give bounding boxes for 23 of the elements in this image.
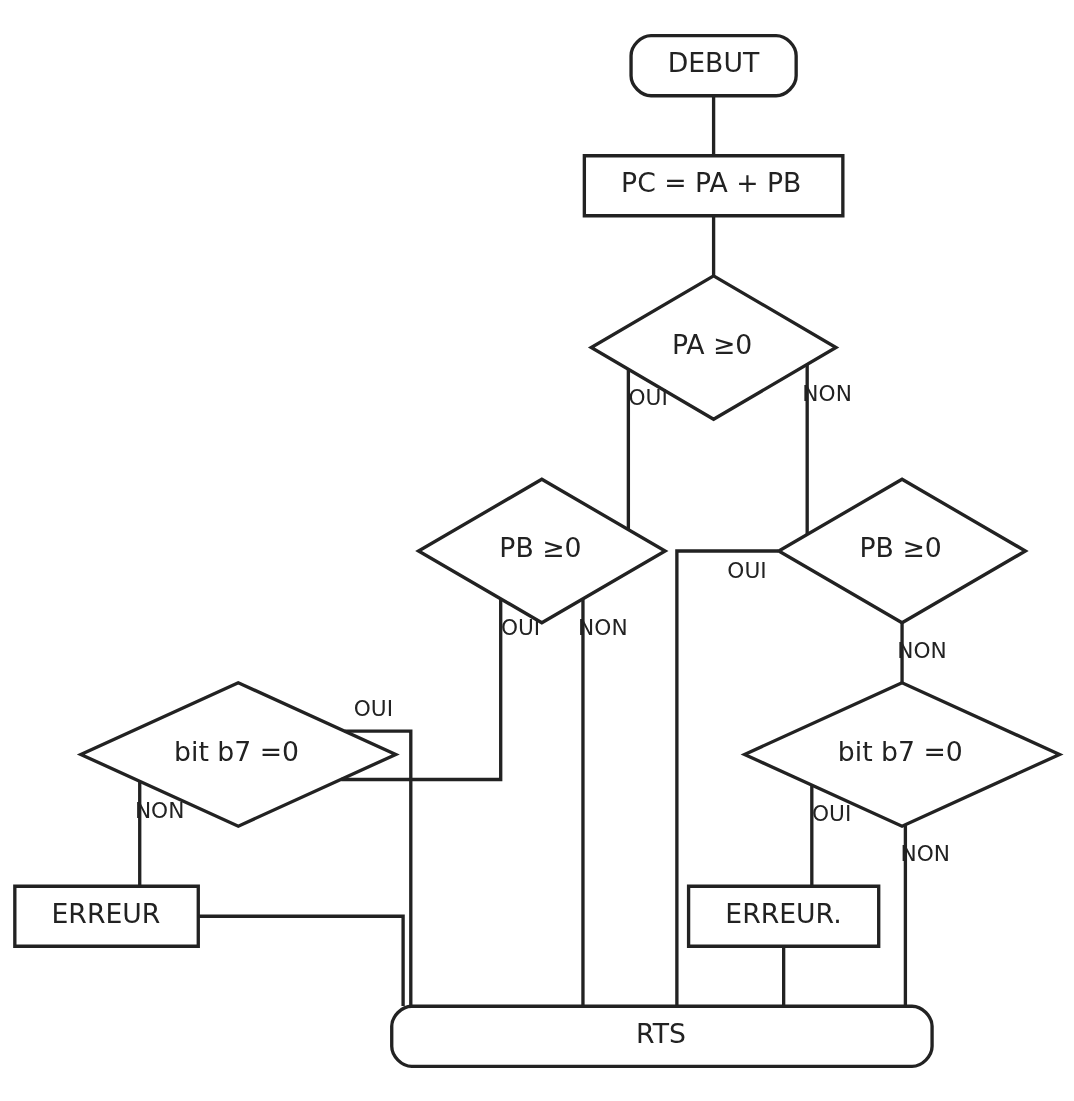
connector	[805, 364, 809, 534]
node-box: ERREUR.	[686, 884, 881, 948]
node-box: PC = PA + PB	[582, 153, 845, 217]
node-box: RTS	[390, 1004, 934, 1068]
node-box: DEBUT	[629, 33, 798, 97]
connector	[903, 824, 908, 1006]
node-diamond: PB ≥0	[775, 476, 1029, 625]
connector	[344, 728, 413, 1006]
edge-label: OUI	[812, 800, 852, 826]
connector	[711, 95, 716, 155]
connector	[782, 946, 786, 1006]
connector	[711, 215, 716, 276]
edge-label: OUI	[353, 695, 394, 721]
connector	[626, 368, 631, 529]
connector	[138, 781, 142, 886]
connector	[581, 598, 585, 1006]
edge-label: OUI	[727, 557, 767, 583]
edge-label: OUI	[628, 384, 668, 410]
node-box: ERREUR	[13, 884, 200, 948]
connector	[341, 598, 503, 781]
connector	[198, 914, 405, 1006]
connector	[810, 785, 814, 886]
connector	[675, 548, 779, 1006]
